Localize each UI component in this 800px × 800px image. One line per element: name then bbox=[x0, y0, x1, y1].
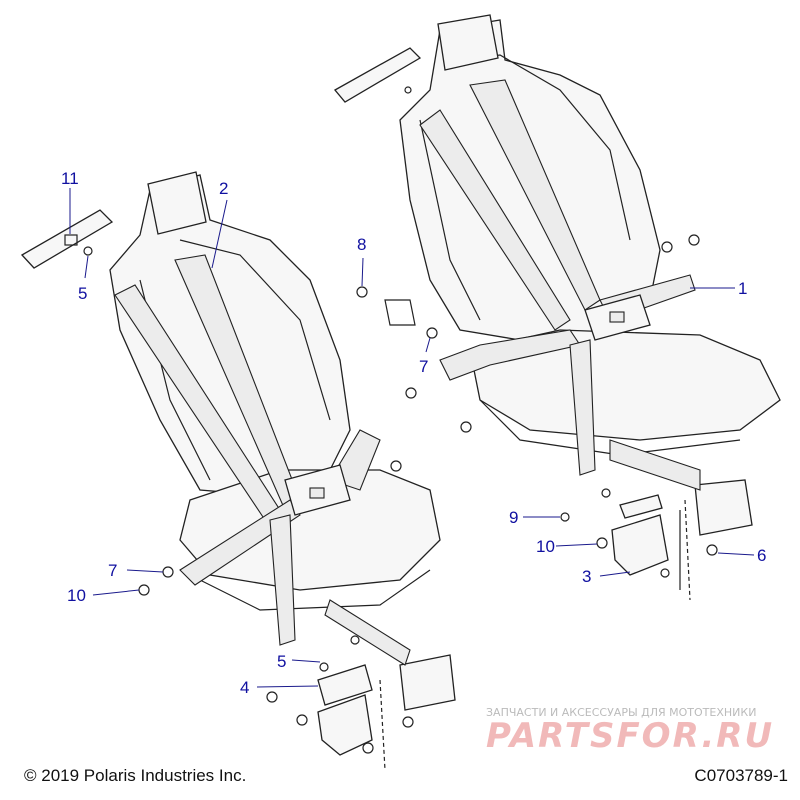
callout-3: 3 bbox=[582, 567, 591, 586]
callout-8: 8 bbox=[357, 235, 366, 254]
callout-10-left: 10 bbox=[67, 586, 86, 605]
callout-7-left: 7 bbox=[108, 561, 117, 580]
callout-1: 1 bbox=[738, 279, 747, 298]
copyright-text: © 2019 Polaris Industries Inc. bbox=[24, 766, 247, 785]
watermark-logo: PARTSFOR.RU bbox=[486, 716, 775, 756]
callout-11: 11 bbox=[61, 169, 79, 188]
callout-7-right: 7 bbox=[419, 357, 428, 376]
callout-leaders bbox=[69, 188, 755, 688]
diagram-code: C0703789-1 bbox=[694, 766, 788, 785]
callout-9: 9 bbox=[509, 508, 518, 527]
left-seat bbox=[20, 171, 456, 771]
callout-10-right: 10 bbox=[536, 537, 555, 556]
callout-5-left: 5 bbox=[78, 284, 87, 303]
callout-5-right: 5 bbox=[277, 652, 286, 671]
callout-2: 2 bbox=[219, 179, 228, 198]
callouts: 1 2 3 4 5 5 6 7 7 8 9 10 10 11 bbox=[61, 169, 766, 697]
right-seat bbox=[333, 14, 781, 601]
watermark-tagline: ЗАПЧАСТИ И АКСЕССУАРЫ ДЛЯ МОТОТЕХНИКИ bbox=[486, 706, 757, 719]
callout-4: 4 bbox=[240, 678, 249, 697]
callout-6: 6 bbox=[757, 546, 766, 565]
